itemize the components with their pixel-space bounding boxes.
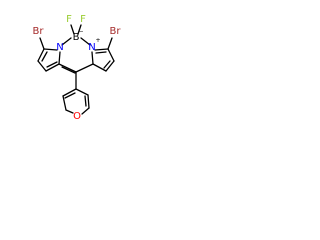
bond-c2r-c3r-double [103, 60, 111, 69]
bond-c1r-brr [107, 37, 113, 50]
bond-nl-b [61, 37, 72, 46]
atom-br-right: Br [110, 26, 122, 37]
bond-c4-meso-double [61, 66, 76, 74]
bond-b-fr [77, 24, 82, 35]
charge-n-right: + [95, 37, 100, 44]
atom-f-right: F [80, 14, 86, 25]
bond-f-c2-c1 [62, 95, 67, 111]
bond-c3r-c4r [92, 63, 107, 72]
bond-c4-meso [58, 63, 77, 73]
bond-f-c3-c2-double [64, 92, 76, 99]
bonds [37, 24, 115, 115]
bond-c2-c3 [37, 60, 47, 72]
bond-nl-c1 [43, 48, 58, 51]
atom-oxygen: O [73, 111, 81, 122]
bond-c1-brl [39, 37, 45, 50]
bond-nr-c1 [94, 48, 109, 51]
bond-f-o-c5 [81, 107, 90, 115]
charge-boron: − [78, 28, 83, 35]
atom-n-left: N [56, 42, 63, 53]
atom-boron: B [73, 32, 80, 43]
bond-c4-nl [58, 51, 61, 65]
bond-c1r-c2r [107, 48, 115, 62]
bond-f-c5-c4-double [84, 95, 87, 107]
atom-labels: Br Br N N + B − F F O [33, 14, 122, 122]
bond-c1-c2 [37, 48, 45, 62]
molecule-diagram: Br Br N N + B − F F O [0, 0, 152, 152]
bond-nr-c1-double [95, 51, 107, 54]
bond-f-c5-c4 [87, 94, 90, 109]
bond-f-c1-o [65, 109, 74, 114]
bond-c3-c4 [45, 63, 60, 72]
bond-c1-c2-double [41, 51, 48, 62]
bond-meso-c4r [75, 63, 94, 73]
bond-c2r-c3r [105, 60, 115, 72]
bond-f-c4-c3 [75, 88, 89, 96]
bond-b-fl [70, 24, 75, 35]
atom-n-right: N [88, 42, 95, 53]
bond-f-c3-c2 [62, 88, 77, 97]
atom-br-left: Br [33, 26, 45, 37]
atom-f-left: F [66, 14, 72, 25]
bond-c3-c4-double [46, 61, 58, 68]
bond-c4r-nr [91, 51, 94, 65]
structure-svg: Br Br N N + B − F F O [33, 14, 122, 122]
bond-b-nr [80, 37, 91, 46]
